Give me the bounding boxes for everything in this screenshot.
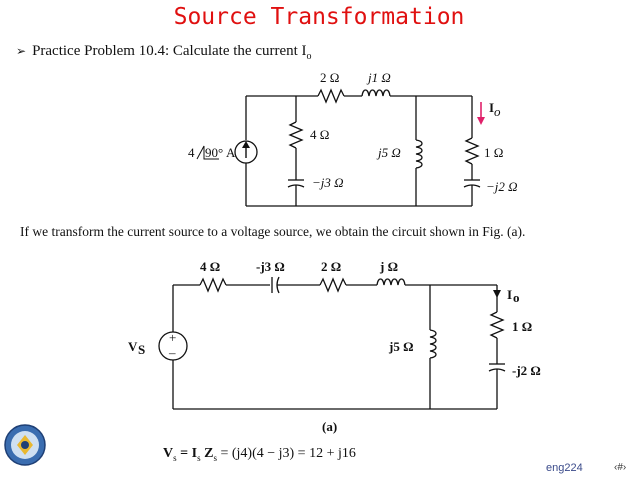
label-c-out: −j2 Ω: [486, 179, 518, 194]
b-label-r1: 4 Ω: [200, 259, 220, 274]
top-circuit: [234, 88, 481, 207]
b-inductor-j5: [429, 329, 437, 359]
b-inductor-j: [376, 278, 406, 286]
label-source-unit: A: [226, 145, 236, 160]
b-label-vs-sub: S: [138, 342, 145, 357]
b-resistor-2ohm: [319, 277, 347, 293]
eq-vs-sub: s: [173, 452, 177, 463]
equation-vs: Vs = Is Zs = (j4)(4 − j3) = 12 + j16: [163, 446, 356, 463]
shunt-resistor-4ohm: [288, 121, 304, 149]
b-label-minus: –: [168, 345, 176, 360]
bullet-arrow-icon: ➢: [16, 44, 27, 58]
b-label-current: I: [507, 287, 512, 302]
angle-icon: [196, 145, 219, 160]
b-label-vs: V: [128, 339, 138, 354]
b-label-r-out: 1 Ω: [512, 319, 532, 334]
label-c-shunt: −j3 Ω: [312, 175, 344, 190]
bottom-current-arrowhead-icon: [493, 290, 501, 298]
b-label-l-mid: j5 Ω: [388, 339, 414, 354]
label-source-angle: 90°: [205, 145, 223, 160]
b-label-l1: j Ω: [379, 259, 398, 274]
footer-page-number: ‹#›: [614, 462, 627, 473]
label-l-series: j1 Ω: [366, 70, 391, 85]
b-label-c-out: -j2 Ω: [512, 363, 541, 378]
bullet-text: Practice Problem 10.4: Calculate the cur…: [32, 43, 307, 59]
label-current: I: [489, 100, 494, 115]
label-r-out: 1 Ω: [484, 145, 503, 160]
bullet-subscript: o: [306, 51, 312, 62]
label-source-mag: 4: [188, 145, 195, 160]
b-label-r2: 2 Ω: [321, 259, 341, 274]
label-l-mid: j5 Ω: [376, 145, 401, 160]
bottom-circuit: [158, 276, 506, 410]
label-r-shunt: 4 Ω: [310, 127, 329, 142]
eq-tail: = (j4)(4 − j3) = 12 + j16: [220, 446, 356, 461]
top-resistor-2ohm: [317, 88, 345, 104]
practice-problem-bullet: ➢ Practice Problem 10.4: Calculate the cu…: [16, 43, 312, 62]
b-label-c1: -j3 Ω: [256, 259, 285, 274]
out-resistor-1ohm: [464, 137, 480, 165]
slide-title: Source Transformation: [173, 4, 465, 30]
eq-is-sub: s: [197, 452, 201, 463]
mid-inductor-j5: [415, 139, 423, 169]
top-inductor-j1: [361, 89, 391, 97]
eq-zs: Z: [204, 446, 214, 461]
b-resistor-1ohm: [489, 311, 505, 339]
source-arrowhead-icon: [242, 141, 250, 148]
b-resistor-4ohm: [199, 277, 227, 293]
b-label-plus: +: [169, 330, 176, 345]
b-figure-caption: (a): [322, 419, 337, 434]
footer-course: eng224: [546, 462, 583, 474]
eq-zs-sub: s: [213, 452, 217, 463]
label-current-sub: o: [494, 104, 501, 119]
label-r-series: 2 Ω: [320, 70, 339, 85]
university-logo-icon: [4, 424, 46, 466]
eq-is: = I: [180, 446, 198, 461]
eq-vs: V: [163, 446, 174, 461]
top-current-arrowhead-icon: [477, 117, 485, 125]
body-paragraph: If we transform the current source to a …: [20, 224, 526, 239]
b-label-current-sub: o: [513, 290, 520, 305]
